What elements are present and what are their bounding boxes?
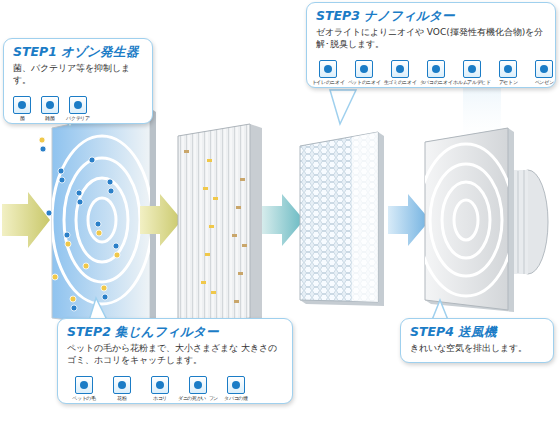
icon-caption: 生ゴミのニオイ <box>384 80 417 85</box>
icon-caption: ダニの死がい･フン <box>178 396 218 401</box>
category-icon <box>151 376 169 394</box>
category-icon <box>427 60 445 78</box>
icon-caption: タバコの煙 <box>224 396 248 401</box>
icon-caption: アセトン <box>499 80 518 85</box>
category-icon <box>69 96 87 114</box>
category-icon <box>75 376 93 394</box>
category-icon <box>41 96 59 114</box>
category-icon <box>463 60 481 78</box>
category-icon <box>227 376 245 394</box>
icon-caption: 雑菌 <box>45 116 54 121</box>
icon-caption: タバコのニオイ <box>420 80 453 85</box>
step-heading: STEP2 集じんフィルター <box>67 324 284 340</box>
category-icon <box>391 60 409 78</box>
icon-caption: ホルムアルデヒド <box>453 80 491 85</box>
step-heading: STEP1 オゾン発生器 <box>13 44 144 60</box>
icon-caption: ペットの毛 <box>72 396 96 401</box>
step-heading: STEP4 送風機 <box>410 324 545 340</box>
icon-caption: トイレのニオイ <box>312 80 345 85</box>
icon-caption: ベンゼン <box>535 80 554 85</box>
category-icon <box>535 60 553 78</box>
step-description: ゼオライトによりニオイや VOC(揮発性有機化合物)を分解･脱臭します。 <box>316 26 547 50</box>
category-icon <box>13 96 31 114</box>
category-icon <box>355 60 373 78</box>
category-icon <box>113 376 131 394</box>
step-heading: STEP3 ナノフィルター <box>316 8 547 24</box>
step-description: 菌、バクテリア等を抑制します。 <box>13 62 144 86</box>
icon-caption: ホコリ <box>153 396 167 401</box>
icon-caption: 花粉 <box>117 396 126 401</box>
category-icon <box>189 376 207 394</box>
step-description: きれいな空気を排出します。 <box>410 342 545 354</box>
category-icon <box>499 60 517 78</box>
step-description: ペットの毛から花粉まで、大小さまざまな 大きさのゴミ、ホコリをキャッチします。 <box>67 342 284 366</box>
category-icon <box>319 60 337 78</box>
icon-caption: 菌 <box>20 116 25 121</box>
icon-caption: バクテリア <box>66 116 90 121</box>
step4-callout: STEP4 送風機きれいな空気を排出します。 <box>400 318 554 363</box>
icon-caption: ペットのニオイ <box>348 80 381 85</box>
